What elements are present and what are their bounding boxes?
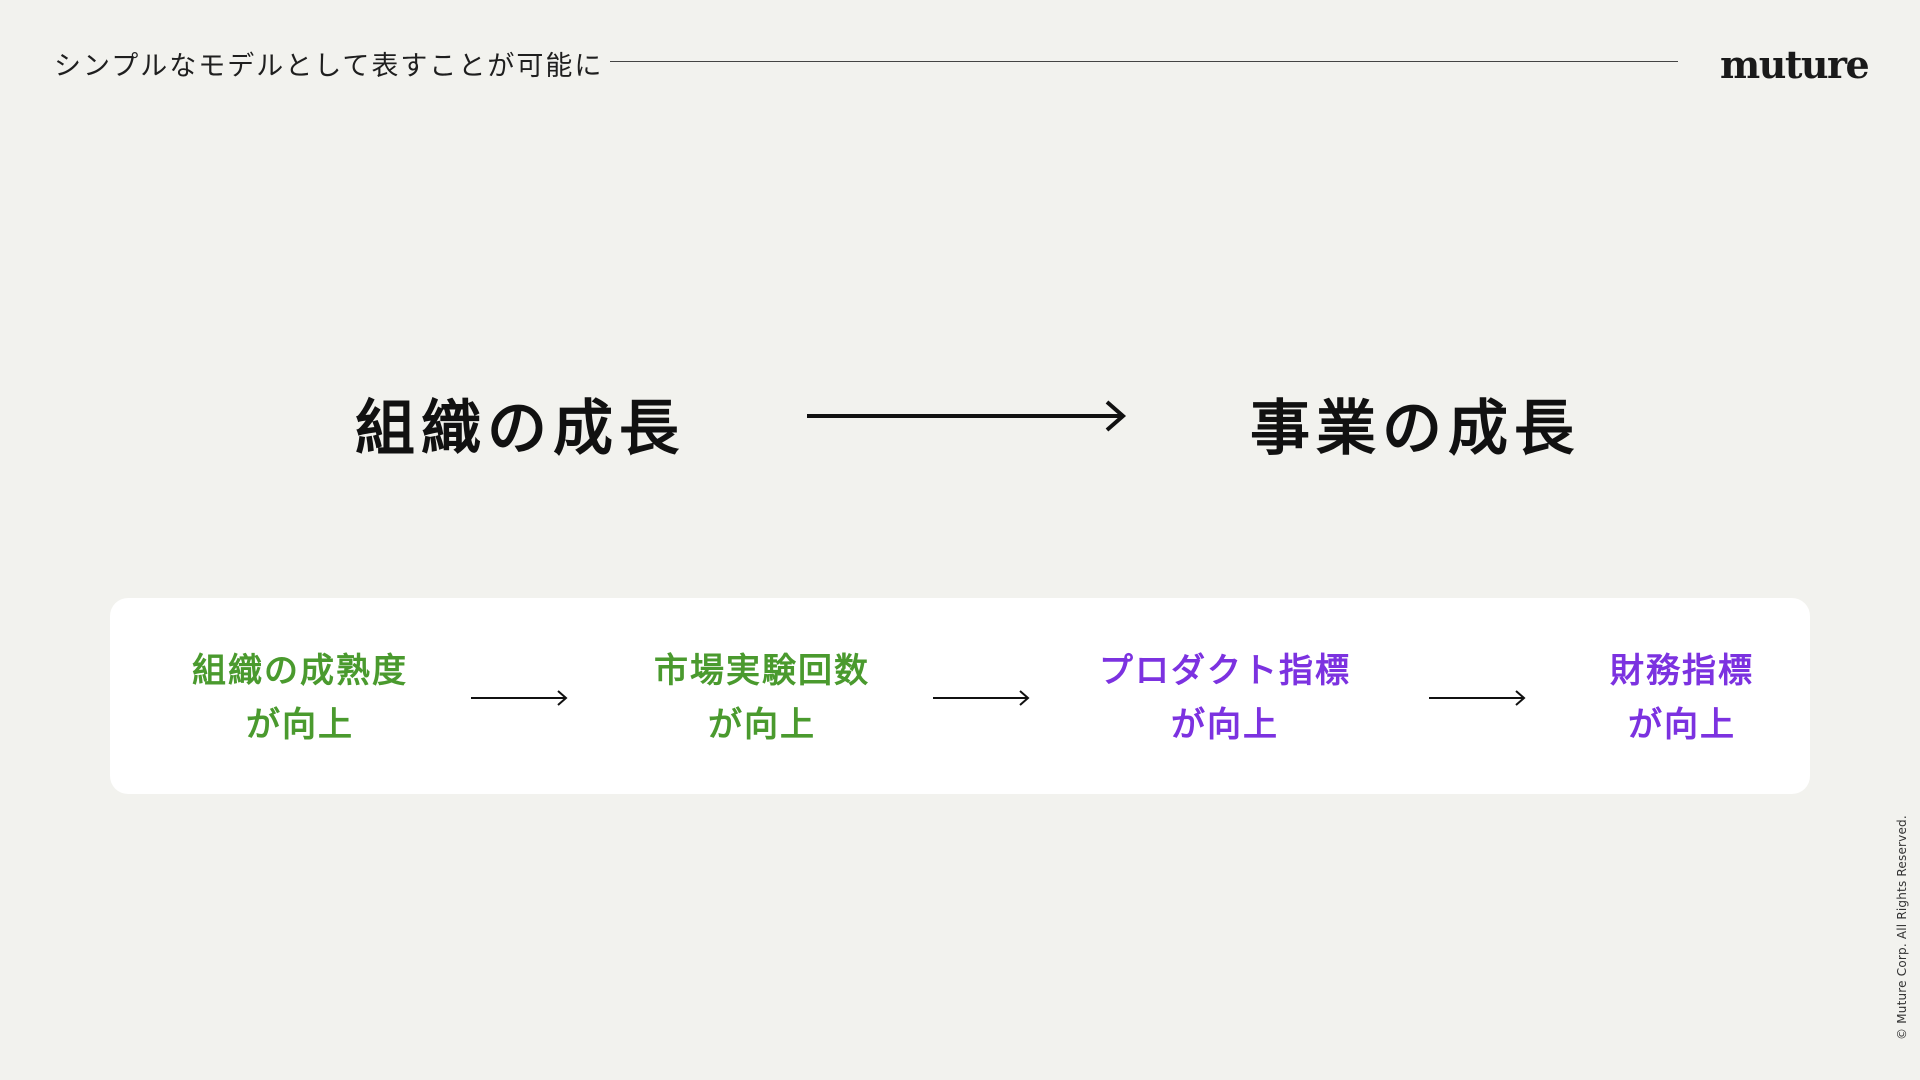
flow-step-market-experiments: 市場実験回数 が向上: [632, 644, 892, 752]
business-growth-label: 事業の成長: [1250, 394, 1580, 464]
flow-step-sublabel: が向上: [1628, 705, 1736, 745]
right-arrow-icon: [933, 690, 1030, 706]
flow-step-label: プロダクト指標: [1099, 651, 1351, 691]
page-title: シンプルなモデルとして表すことが可能に: [54, 51, 604, 82]
flow-step-sublabel: が向上: [246, 705, 354, 745]
organization-growth-label: 組織の成長: [355, 394, 685, 464]
growth-flow-card: 組織の成熟度 が向上 市場実験回数 が向上 プロダクト指標 が向上 財務指標 が…: [110, 598, 1810, 794]
flow-step-label: 財務指標: [1610, 651, 1754, 691]
long-right-arrow-icon: [807, 400, 1127, 432]
flow-step-product-metrics: プロダクト指標 が向上: [1075, 644, 1375, 752]
right-arrow-icon: [471, 690, 568, 706]
flow-step-label: 市場実験回数: [654, 651, 870, 691]
flow-step-sublabel: が向上: [1171, 705, 1279, 745]
brand-logo: muture: [1720, 42, 1870, 87]
right-arrow-icon: [1429, 690, 1526, 706]
flow-step-sublabel: が向上: [708, 705, 816, 745]
flow-step-org-maturity: 組織の成熟度 が向上: [170, 644, 430, 752]
header-divider: [610, 61, 1678, 62]
flow-step-financial-metrics: 財務指標 が向上: [1562, 644, 1802, 752]
flow-step-label: 組織の成熟度: [192, 651, 408, 691]
copyright-notice: © Muture Corp. All Rights Reserved.: [1895, 815, 1909, 1040]
